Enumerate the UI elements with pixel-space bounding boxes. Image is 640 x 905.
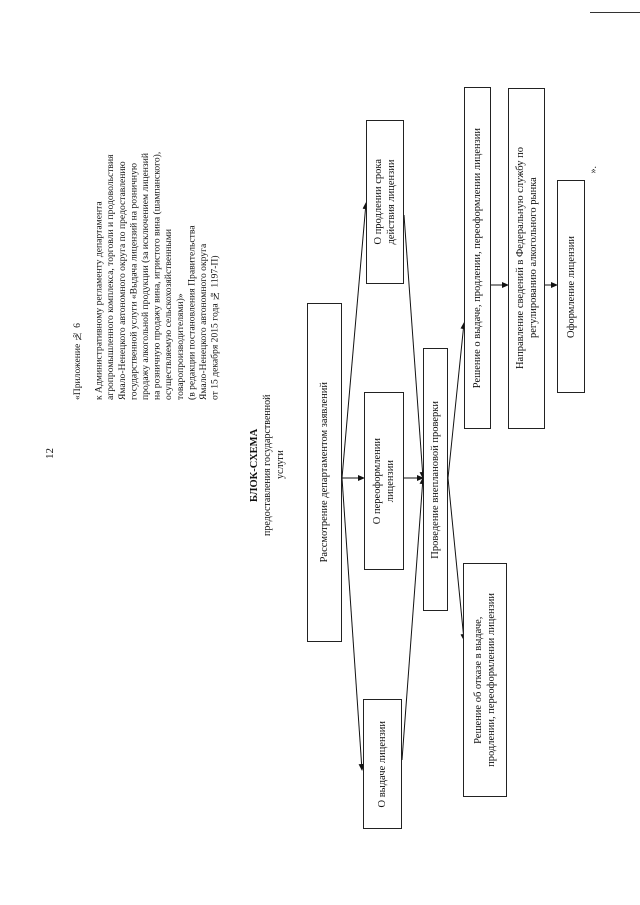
node-label: Направление сведений в Федеральную служб…: [514, 147, 539, 370]
arrow-issue-inspection: [401, 477, 426, 761]
node-decision-grant: Решение о выдаче, продлении, переоформле…: [464, 87, 491, 429]
arrow-inspection-refuse: [447, 477, 467, 641]
arrow-review-issue: [341, 477, 365, 771]
node-label: Рассмотрение департаментом заявлений: [319, 382, 330, 563]
node-federal-notice: Направление сведений в Федеральную служб…: [508, 88, 545, 429]
node-label: О выдаче лицензии: [377, 720, 388, 808]
node-registration: Оформление лицензии: [557, 180, 585, 393]
node-issue: О выдаче лицензии: [363, 699, 402, 829]
closing-mark: ».: [588, 166, 599, 174]
arrow-extension-inspection: [403, 214, 426, 479]
node-label: Оформление лицензии: [565, 235, 577, 338]
node-review: Рассмотрение департаментом заявлений: [307, 303, 342, 642]
arrow-inspection-grant: [447, 322, 467, 479]
node-extension: О продлении срока действия лицензии: [366, 120, 404, 284]
node-label: О продлении срока действия лицензии: [373, 159, 397, 245]
node-inspection: Проведение внеплановой проверки: [423, 348, 448, 611]
node-reissue: О переоформлении лицензии: [364, 392, 404, 570]
top-rule: [590, 12, 640, 13]
arrow-review-extension: [341, 202, 369, 479]
node-label: О переоформлении лицензии: [372, 437, 396, 525]
node-label: Решение о выдаче, продлении, переоформле…: [472, 127, 483, 389]
node-decision-refuse: Решение об отказе в выдаче, продлении, п…: [463, 563, 507, 797]
node-label: Проведение внеплановой проверки: [430, 400, 441, 559]
node-label: Решение об отказе в выдаче, продлении, п…: [473, 593, 497, 767]
